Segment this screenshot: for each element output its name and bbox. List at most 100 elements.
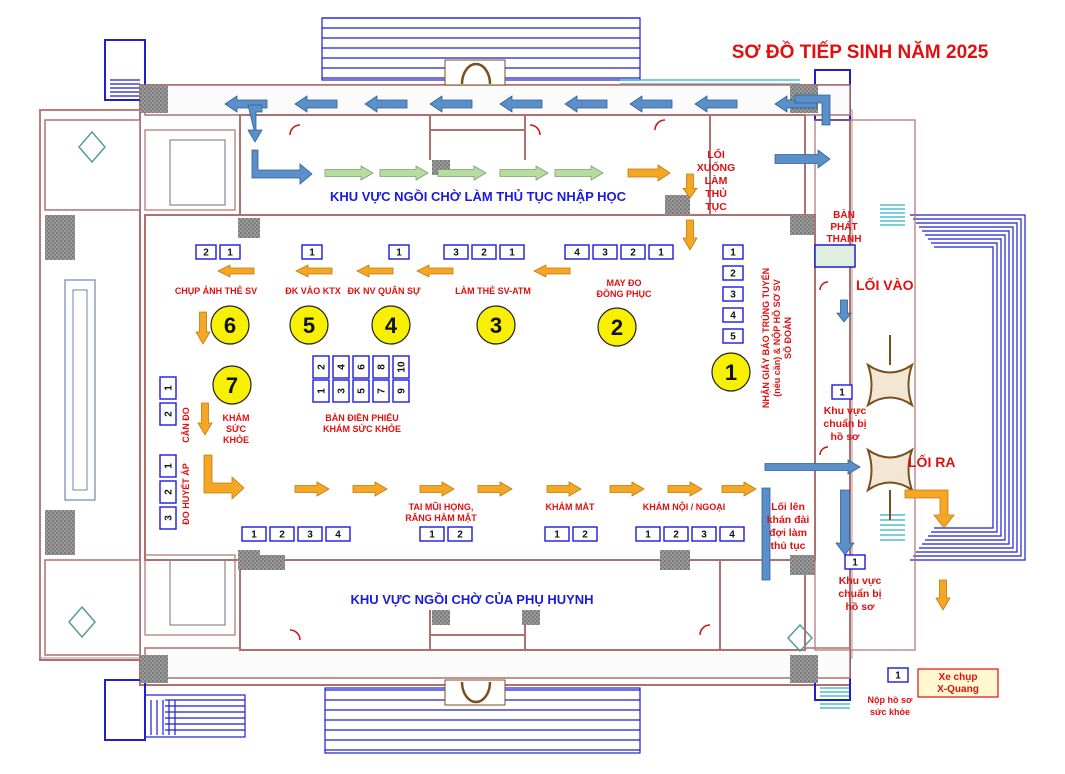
- pillars: [45, 85, 818, 683]
- svg-text:Khu vực: Khu vực: [839, 575, 882, 587]
- waiting-area-top-label: KHU VỰC NGỒI CHỜ LÀM THỦ TỤC NHẬP HỌC: [330, 189, 627, 204]
- arrow-left-icon: [364, 95, 408, 113]
- xray-car-box: [917, 668, 999, 698]
- svg-text:2: 2: [481, 248, 487, 259]
- arrow-right-icon: [609, 481, 645, 497]
- desk: 1: [159, 376, 177, 400]
- desk: 1: [301, 244, 323, 260]
- svg-text:8: 8: [377, 364, 388, 370]
- svg-text:khán đài: khán đài: [767, 514, 810, 526]
- svg-text:3: 3: [453, 248, 459, 259]
- desk: 2: [447, 526, 473, 542]
- height-weight-label: CÂN ĐO: [180, 407, 191, 443]
- svg-text:10: 10: [397, 361, 408, 373]
- arrow-down-icon: [197, 402, 213, 436]
- svg-text:2: 2: [317, 364, 328, 370]
- svg-text:3: 3: [730, 290, 736, 301]
- svg-text:KHỎE: KHỎE: [223, 434, 249, 445]
- svg-text:2: 2: [164, 411, 175, 417]
- arrow-left-icon: [217, 264, 255, 278]
- svg-text:2: 2: [279, 530, 285, 541]
- svg-text:2: 2: [203, 248, 209, 259]
- desk: 3: [592, 244, 618, 260]
- svg-text:4: 4: [730, 311, 736, 322]
- svg-text:chuẩn bị: chuẩn bị: [823, 418, 866, 430]
- internal-check-label: KHÁM NỘI / NGOẠI: [643, 501, 726, 512]
- svg-text:4: 4: [337, 364, 348, 370]
- door-icon: [444, 59, 506, 706]
- svg-text:1: 1: [251, 530, 257, 541]
- svg-text:1: 1: [309, 248, 315, 259]
- desk: 4: [719, 526, 745, 542]
- desk: 6: [352, 355, 370, 379]
- desk: 5: [722, 328, 744, 344]
- desk: 1: [544, 526, 570, 542]
- svg-text:1: 1: [839, 388, 845, 399]
- svg-text:Xe chụp: Xe chụp: [939, 672, 978, 683]
- svg-text:THANH: THANH: [827, 234, 862, 245]
- desk: 1: [831, 384, 853, 400]
- arrow-right-icon: [499, 165, 549, 181]
- desk: 2: [312, 355, 330, 379]
- ent-dental-label: TAI MŨI HỌNG, RĂNG HÀM MẶT: [405, 502, 477, 523]
- svg-text:NHẬN GIẤY BÁO TRÚNG TUYỂN: NHẬN GIẤY BÁO TRÚNG TUYỂN: [760, 268, 771, 408]
- svg-text:7: 7: [226, 373, 238, 398]
- desk: 4: [564, 244, 590, 260]
- desk: 8: [372, 355, 390, 379]
- prep-area-1-label: Khu vực chuẩn bị hồ sơ: [823, 405, 866, 443]
- arrow-left-icon: [629, 95, 673, 113]
- desk: 4: [332, 355, 350, 379]
- svg-text:Lối lên: Lối lên: [771, 501, 805, 513]
- exit-label: LỐI RA: [908, 453, 955, 470]
- svg-text:RĂNG HÀM MẶT: RĂNG HÀM MẶT: [405, 513, 477, 523]
- broadcast-label: BÀN PHÁT THANH: [827, 208, 862, 245]
- arrow-down-icon: [836, 299, 852, 323]
- station-label: CHỤP ẢNH THẺ SV: [175, 285, 257, 296]
- arrow-right-icon: [774, 149, 831, 169]
- svg-text:thủ tục: thủ tục: [771, 540, 806, 552]
- svg-text:2: 2: [457, 530, 463, 541]
- arrow-right-icon: [667, 481, 703, 497]
- arrow-right-icon: [627, 164, 671, 182]
- arrow-right-icon: [477, 481, 513, 497]
- arrow-right-icon: [554, 165, 604, 181]
- desk: 1: [887, 667, 909, 683]
- arrow-left-icon: [429, 95, 473, 113]
- svg-text:2: 2: [582, 530, 588, 541]
- xray-car-label: Xe chụp X-Quang: [937, 672, 979, 695]
- svg-text:1: 1: [429, 530, 435, 541]
- svg-text:2: 2: [164, 489, 175, 495]
- station-label: LÀM THẺ SV-ATM: [455, 285, 531, 296]
- arrow-down-icon: [195, 311, 211, 345]
- desk: 1: [159, 454, 177, 478]
- desk: 3: [722, 286, 744, 302]
- waiting-area-bottom-label: KHU VỰC NGỒI CHỜ CỦA PHỤ HUYNH: [350, 592, 593, 607]
- svg-text:1: 1: [317, 388, 328, 394]
- svg-text:1: 1: [645, 530, 651, 541]
- desk: 3: [297, 526, 323, 542]
- arrow-down-icon: [682, 219, 698, 251]
- svg-text:1: 1: [509, 248, 515, 259]
- arrow-left-icon: [294, 95, 338, 113]
- arrow-right-icon: [437, 165, 487, 181]
- desk: 9: [392, 379, 410, 403]
- stairs-up-label: Lối lên khán đài đợi làm thủ tục: [767, 501, 810, 552]
- svg-text:(nếu cần) & NỘP HỒ SƠ SV: (nếu cần) & NỘP HỒ SƠ SV: [771, 279, 782, 397]
- flow-arrows: [195, 94, 955, 611]
- arrow-right-icon: [764, 459, 861, 475]
- arrow-right-icon: [419, 481, 455, 497]
- svg-text:Nộp hồ sơ: Nộp hồ sơ: [868, 695, 913, 705]
- svg-text:hồ sơ: hồ sơ: [830, 431, 860, 443]
- svg-text:đợi làm: đợi làm: [769, 527, 807, 539]
- desk: 4: [722, 307, 744, 323]
- desk: 1: [635, 526, 661, 542]
- station-label: MAY ĐO: [606, 278, 641, 288]
- svg-text:6: 6: [357, 364, 368, 370]
- desk: 2: [159, 402, 177, 426]
- desk: 1: [388, 244, 410, 260]
- svg-text:4: 4: [574, 248, 580, 259]
